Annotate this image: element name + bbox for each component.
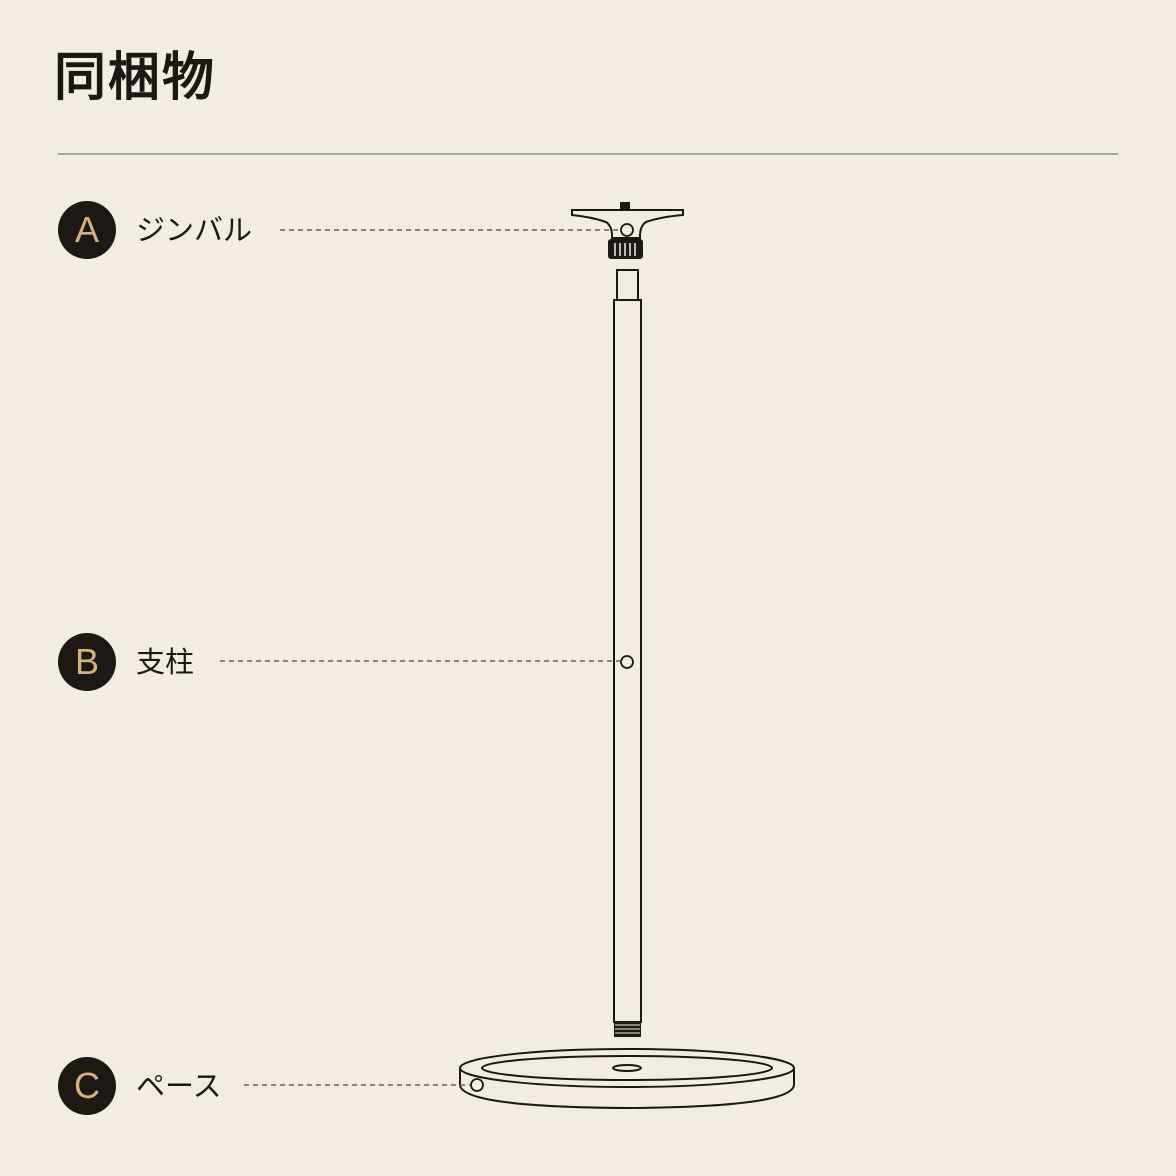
label-base: ペース (136, 1069, 222, 1103)
badge-b: B (58, 633, 116, 691)
marker-a (620, 223, 634, 237)
leader-lines (220, 229, 620, 1086)
base-illustration (459, 1048, 795, 1110)
marker-b (620, 655, 634, 669)
badge-c: C (58, 1057, 116, 1115)
label-pole: 支柱 (136, 645, 195, 679)
label-gimbal: ジンバル (136, 213, 253, 247)
marker-c (470, 1078, 484, 1092)
badge-a: A (58, 201, 116, 259)
title-divider (58, 153, 1118, 155)
pole-illustration (613, 269, 642, 1037)
page-title: 同梱物 (54, 48, 217, 108)
